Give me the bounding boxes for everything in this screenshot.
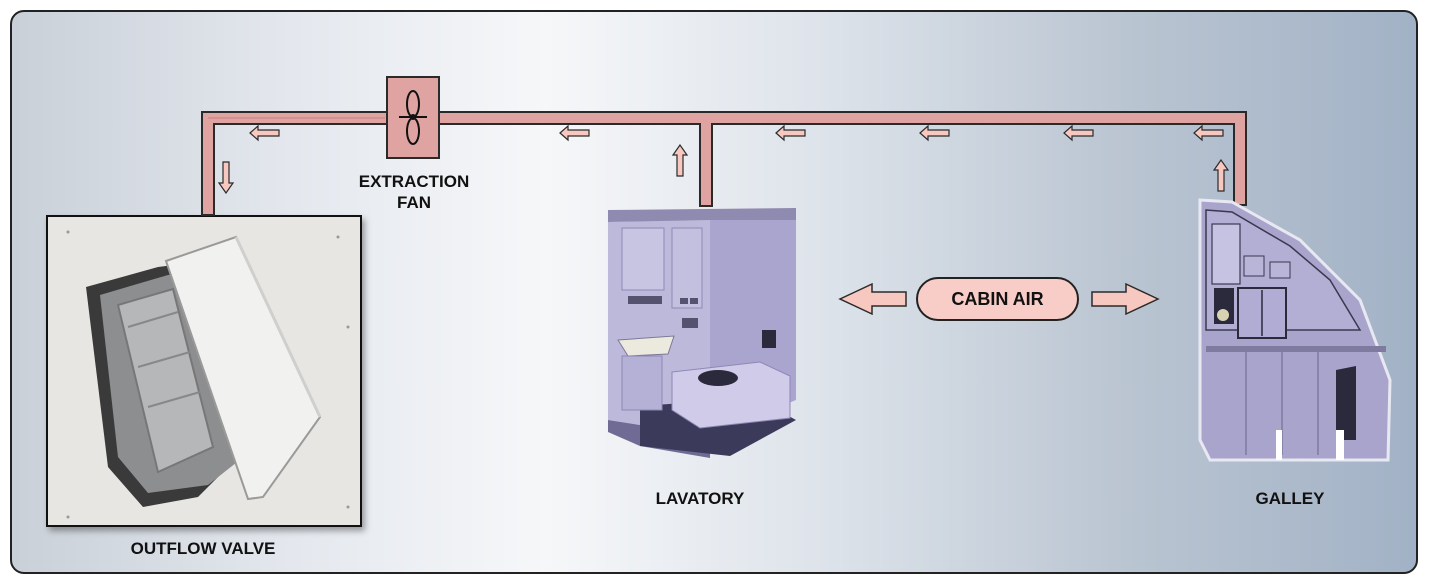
cabin-air-label: CABIN AIR xyxy=(916,277,1079,321)
arrow-left-icon xyxy=(775,124,806,142)
arrow-up-icon xyxy=(671,143,689,177)
cabin-air-left-arrow xyxy=(838,282,907,316)
galley-label: GALLEY xyxy=(1255,489,1325,508)
cabin-air-text: CABIN AIR xyxy=(951,288,1044,309)
flow-arrows-up xyxy=(671,143,1230,192)
cabin-air-right-arrow xyxy=(1091,282,1160,316)
outflow-valve-photo xyxy=(46,215,362,527)
arrow-down-icon xyxy=(217,161,235,195)
arrow-left-icon xyxy=(249,124,280,142)
extraction-fan xyxy=(386,76,440,159)
galley-illustration xyxy=(1198,198,1392,462)
flow-arrows-left xyxy=(249,124,1224,142)
extraction-fan-label-line2: FAN xyxy=(397,193,431,212)
outflow-valve-illustration xyxy=(48,217,360,525)
lavatory-illustration xyxy=(608,208,796,458)
lavatory-label: LAVATORY xyxy=(655,489,745,508)
extraction-fan-label: EXTRACTION FAN xyxy=(340,171,488,213)
arrow-left-icon xyxy=(1063,124,1094,142)
fan-icon xyxy=(399,90,427,145)
outflow-valve-label: OUTFLOW VALVE xyxy=(130,539,276,558)
arrow-left-icon xyxy=(559,124,590,142)
arrow-left-icon xyxy=(919,124,950,142)
arrow-left-icon xyxy=(1193,124,1224,142)
extraction-fan-label-line1: EXTRACTION xyxy=(358,172,470,191)
arrow-up-icon xyxy=(1212,158,1230,192)
